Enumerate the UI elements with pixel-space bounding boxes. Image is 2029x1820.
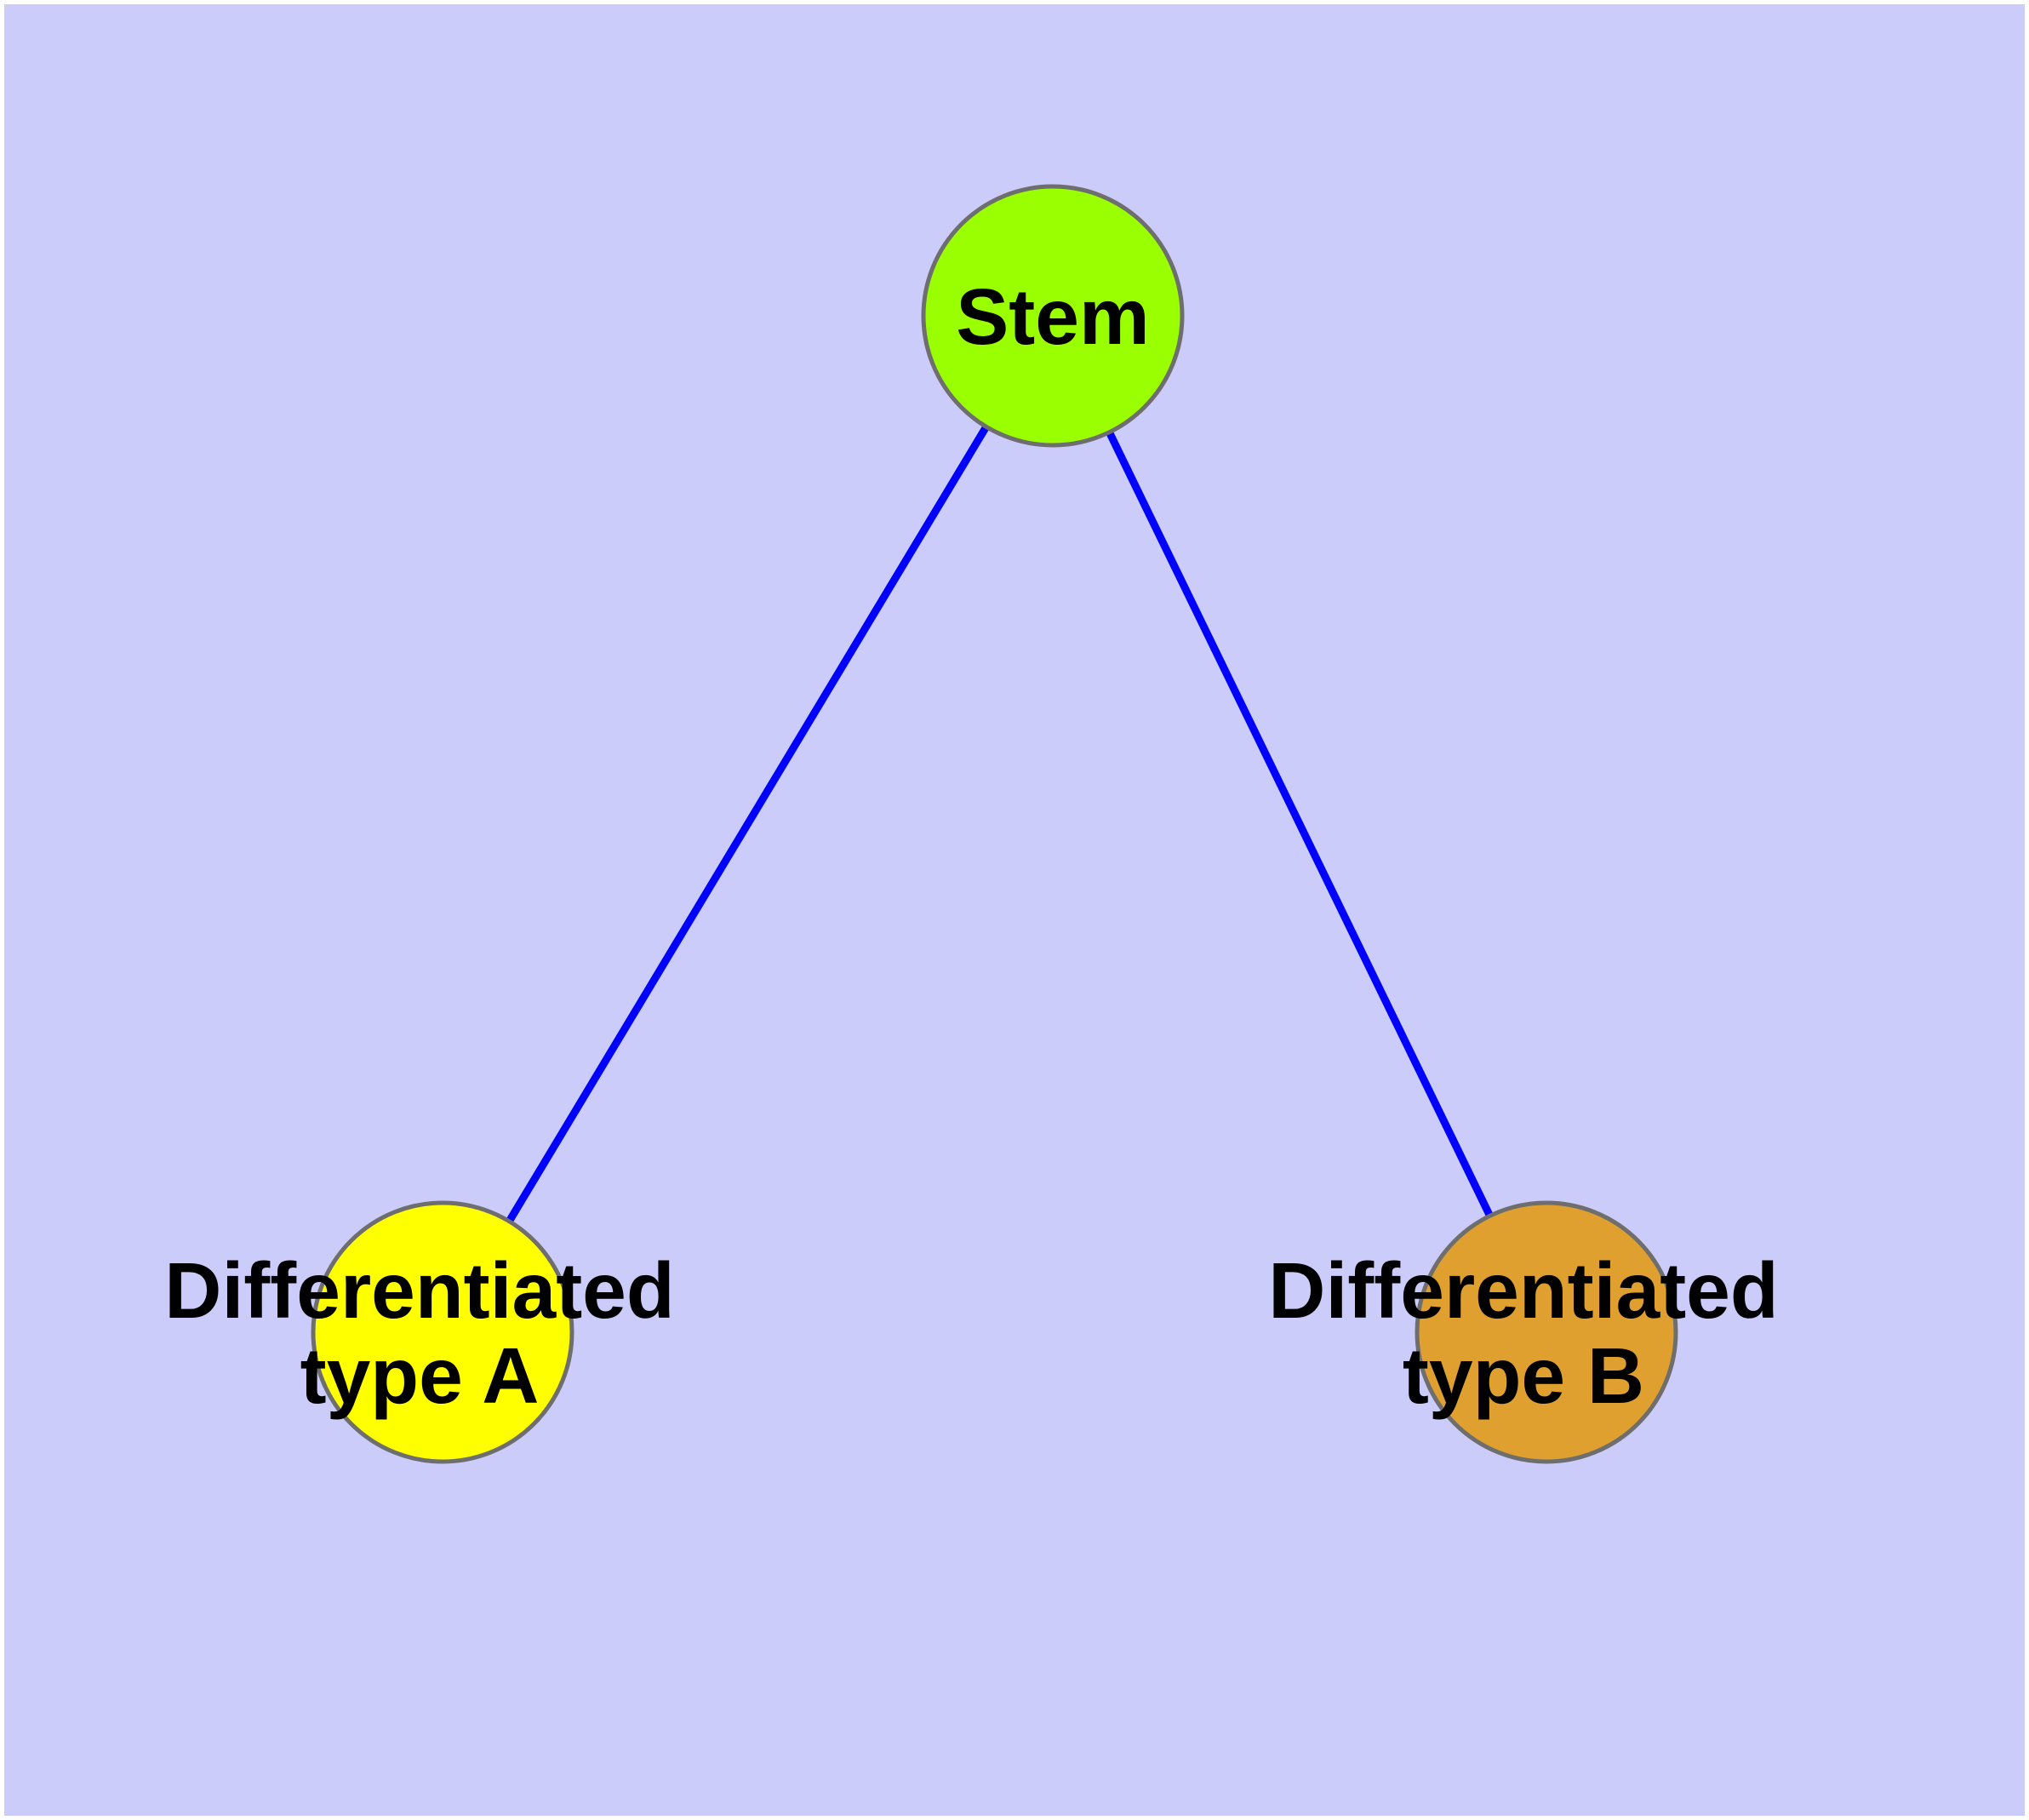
node-stem[interactable] bbox=[921, 184, 1185, 448]
node-diff-a-label-line1: Differentiated bbox=[164, 1246, 674, 1335]
edge-layer bbox=[439, 313, 1551, 1335]
node-layer bbox=[311, 184, 1678, 1464]
node-diff-a[interactable] bbox=[311, 1200, 574, 1464]
node-diff-a-label-line2: type A bbox=[300, 1331, 540, 1420]
edge-stem-to-diff-b[interactable] bbox=[1049, 314, 1551, 1334]
edge-stem-to-diff-a[interactable] bbox=[439, 313, 1056, 1335]
node-diff-a-circle[interactable] bbox=[311, 1200, 574, 1464]
node-stem-label: Stem bbox=[956, 272, 1149, 361]
node-diff-b-label-line2: type B bbox=[1403, 1331, 1644, 1420]
node-stem-circle[interactable] bbox=[921, 184, 1185, 448]
node-diff-b-circle[interactable] bbox=[1415, 1200, 1678, 1464]
node-diff-b[interactable] bbox=[1415, 1200, 1678, 1464]
label-layer: Stem Differentiated type A Differentiate… bbox=[164, 272, 1778, 1420]
node-diff-b-label-line1: Differentiated bbox=[1268, 1246, 1778, 1335]
